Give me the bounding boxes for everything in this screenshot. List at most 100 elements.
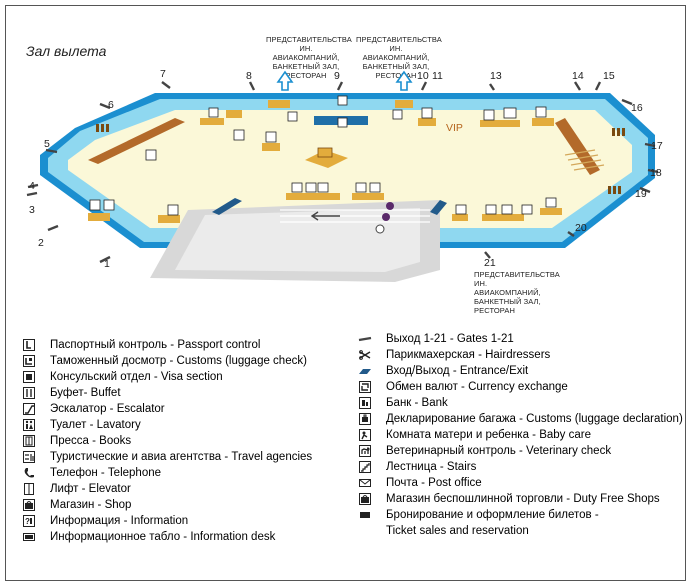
entrance-exit-icon (358, 364, 372, 378)
icon-box-7[interactable] (392, 109, 403, 120)
icon-box-24[interactable] (521, 204, 533, 215)
gate-number-15: 15 (603, 70, 615, 82)
icon-box-25[interactable] (545, 197, 557, 208)
gate-number-9: 9 (334, 70, 340, 82)
icon-box-21[interactable] (455, 204, 467, 215)
icon-box-16[interactable] (291, 182, 303, 193)
icon-box-2[interactable] (233, 129, 245, 141)
gate-marker-16 (621, 98, 633, 106)
buffet-icon (22, 386, 36, 400)
icon-box-20[interactable] (369, 182, 381, 193)
legend-item-visa-section: Консульский отдел - Visa section (22, 369, 223, 385)
svg-text:?: ? (25, 517, 30, 526)
gate-number-8: 8 (246, 70, 252, 82)
icon-box-12[interactable] (145, 149, 157, 161)
gate-number-3: 3 (29, 204, 35, 216)
icon-box-1[interactable] (208, 107, 219, 118)
gate-number-19: 19 (635, 188, 647, 200)
central-info-kiosk[interactable] (305, 150, 348, 168)
icon-box-13[interactable] (89, 199, 101, 211)
icon-box-10[interactable] (503, 107, 517, 119)
legend-item-telephone: Телефон - Telephone (22, 465, 161, 481)
legend-item-hairdressers: Парикмахерская - Hairdressers (358, 347, 550, 363)
kiosk-7[interactable] (88, 213, 110, 221)
direction-arrow-icon (310, 211, 340, 221)
gate-marker-11 (420, 81, 428, 91)
legend-item-entrance-exit: Вход/Выход - Entrance/Exit (358, 363, 528, 379)
icon-box-18[interactable] (317, 182, 329, 193)
terminal-map (26, 70, 659, 282)
check-in-counter-left (88, 118, 185, 164)
icon-box-19[interactable] (355, 182, 367, 193)
legend-item-books: Пресса - Books (22, 433, 131, 449)
information-desk-icon (22, 530, 36, 544)
check-in-counter-right (555, 118, 600, 175)
gate-icon (358, 332, 372, 346)
icon-box-15[interactable] (167, 204, 179, 216)
legend-item-currency-exchange: Обмен валют - Currency exchange (358, 379, 568, 395)
gate-number-21: 21 (484, 257, 496, 269)
gate-number-7: 7 (160, 68, 166, 80)
legend-item-lavatory: Туалет - Lavatory (22, 417, 141, 433)
kiosk-3[interactable] (262, 143, 280, 151)
apron-inner (175, 208, 420, 272)
icon-box-3[interactable] (265, 131, 277, 143)
representative-label-3: ПРЕДСТАВИТЕЛЬСТВА ИН. АВИАКОМПАНИЙ, БАНК… (474, 270, 560, 315)
legend-item-shop: Магазин - Shop (22, 497, 131, 513)
kiosk-12[interactable] (482, 214, 524, 221)
legend-item-elevator: Лифт - Elevator (22, 481, 131, 497)
gate-marker-2 (47, 224, 59, 232)
rep-arrow-1-icon[interactable] (276, 70, 294, 91)
hairdressers-icon (358, 348, 372, 362)
kiosk-8[interactable] (158, 215, 180, 223)
legend-item-baby-care: Комната матери и ребенка - Baby care (358, 427, 591, 443)
gate-number-5: 5 (44, 138, 50, 150)
gate-marker-14 (573, 81, 582, 91)
icon-box-5[interactable] (337, 95, 348, 106)
icon-box-8[interactable] (421, 107, 433, 119)
kiosk-1[interactable] (200, 118, 224, 125)
entrance-exit-slab-2[interactable] (430, 200, 447, 215)
legend-item-travel-agencies: Туристические и авиа агентства - Travel … (22, 449, 312, 465)
icon-box-6[interactable] (337, 117, 348, 128)
legend-item-ticket-sales: Бронирование и оформление билетов - (358, 507, 599, 523)
gate-number-18: 18 (650, 167, 662, 179)
kiosk-6[interactable] (532, 118, 554, 126)
no-entry-marker (375, 224, 385, 234)
gate-marker-4 (27, 183, 39, 189)
legend-item-information-desk: Информационное табло - Information desk (22, 529, 275, 545)
gate-number-17: 17 (651, 140, 663, 152)
kiosk-11[interactable] (452, 214, 468, 221)
visa-section-icon (22, 370, 36, 384)
gate-marker-8 (248, 81, 256, 91)
icon-box-14[interactable] (103, 199, 115, 211)
vip-label: VIP (446, 122, 463, 134)
gate-number-6: 6 (108, 99, 114, 111)
telephone-icon (22, 466, 36, 480)
icon-box-11[interactable] (535, 106, 547, 118)
icon-box-23[interactable] (501, 204, 513, 215)
map-title: Зал вылета (26, 43, 107, 59)
legend-item-post-office: Почта - Post office (358, 475, 482, 491)
luggage-declaration-icon (358, 412, 372, 426)
escalator-marker-1[interactable] (386, 202, 394, 210)
gate-marker-18 (647, 168, 659, 174)
kiosk-13[interactable] (540, 208, 562, 215)
escalator-marker-2[interactable] (382, 213, 390, 221)
kiosk-2[interactable] (226, 110, 242, 118)
kiosk-10[interactable] (352, 193, 384, 200)
icon-box-22[interactable] (485, 204, 497, 215)
legend-item-luggage-declaration: Декларирование багажа - Customs (luggage… (358, 411, 683, 427)
icon-box-17[interactable] (305, 182, 317, 193)
kiosk-5[interactable] (480, 120, 520, 127)
kiosk-9[interactable] (286, 193, 340, 200)
duty-free-icon (358, 492, 372, 506)
gate-marker-3 (26, 191, 38, 197)
kiosk-4[interactable] (418, 118, 436, 126)
icon-box-4[interactable] (287, 111, 298, 122)
entrance-exit-slab-1[interactable] (212, 198, 242, 215)
elevator-icon (22, 482, 36, 496)
gate-marker-13 (489, 83, 495, 91)
rep-arrow-2-icon[interactable] (395, 70, 413, 91)
icon-box-9[interactable] (483, 109, 495, 121)
